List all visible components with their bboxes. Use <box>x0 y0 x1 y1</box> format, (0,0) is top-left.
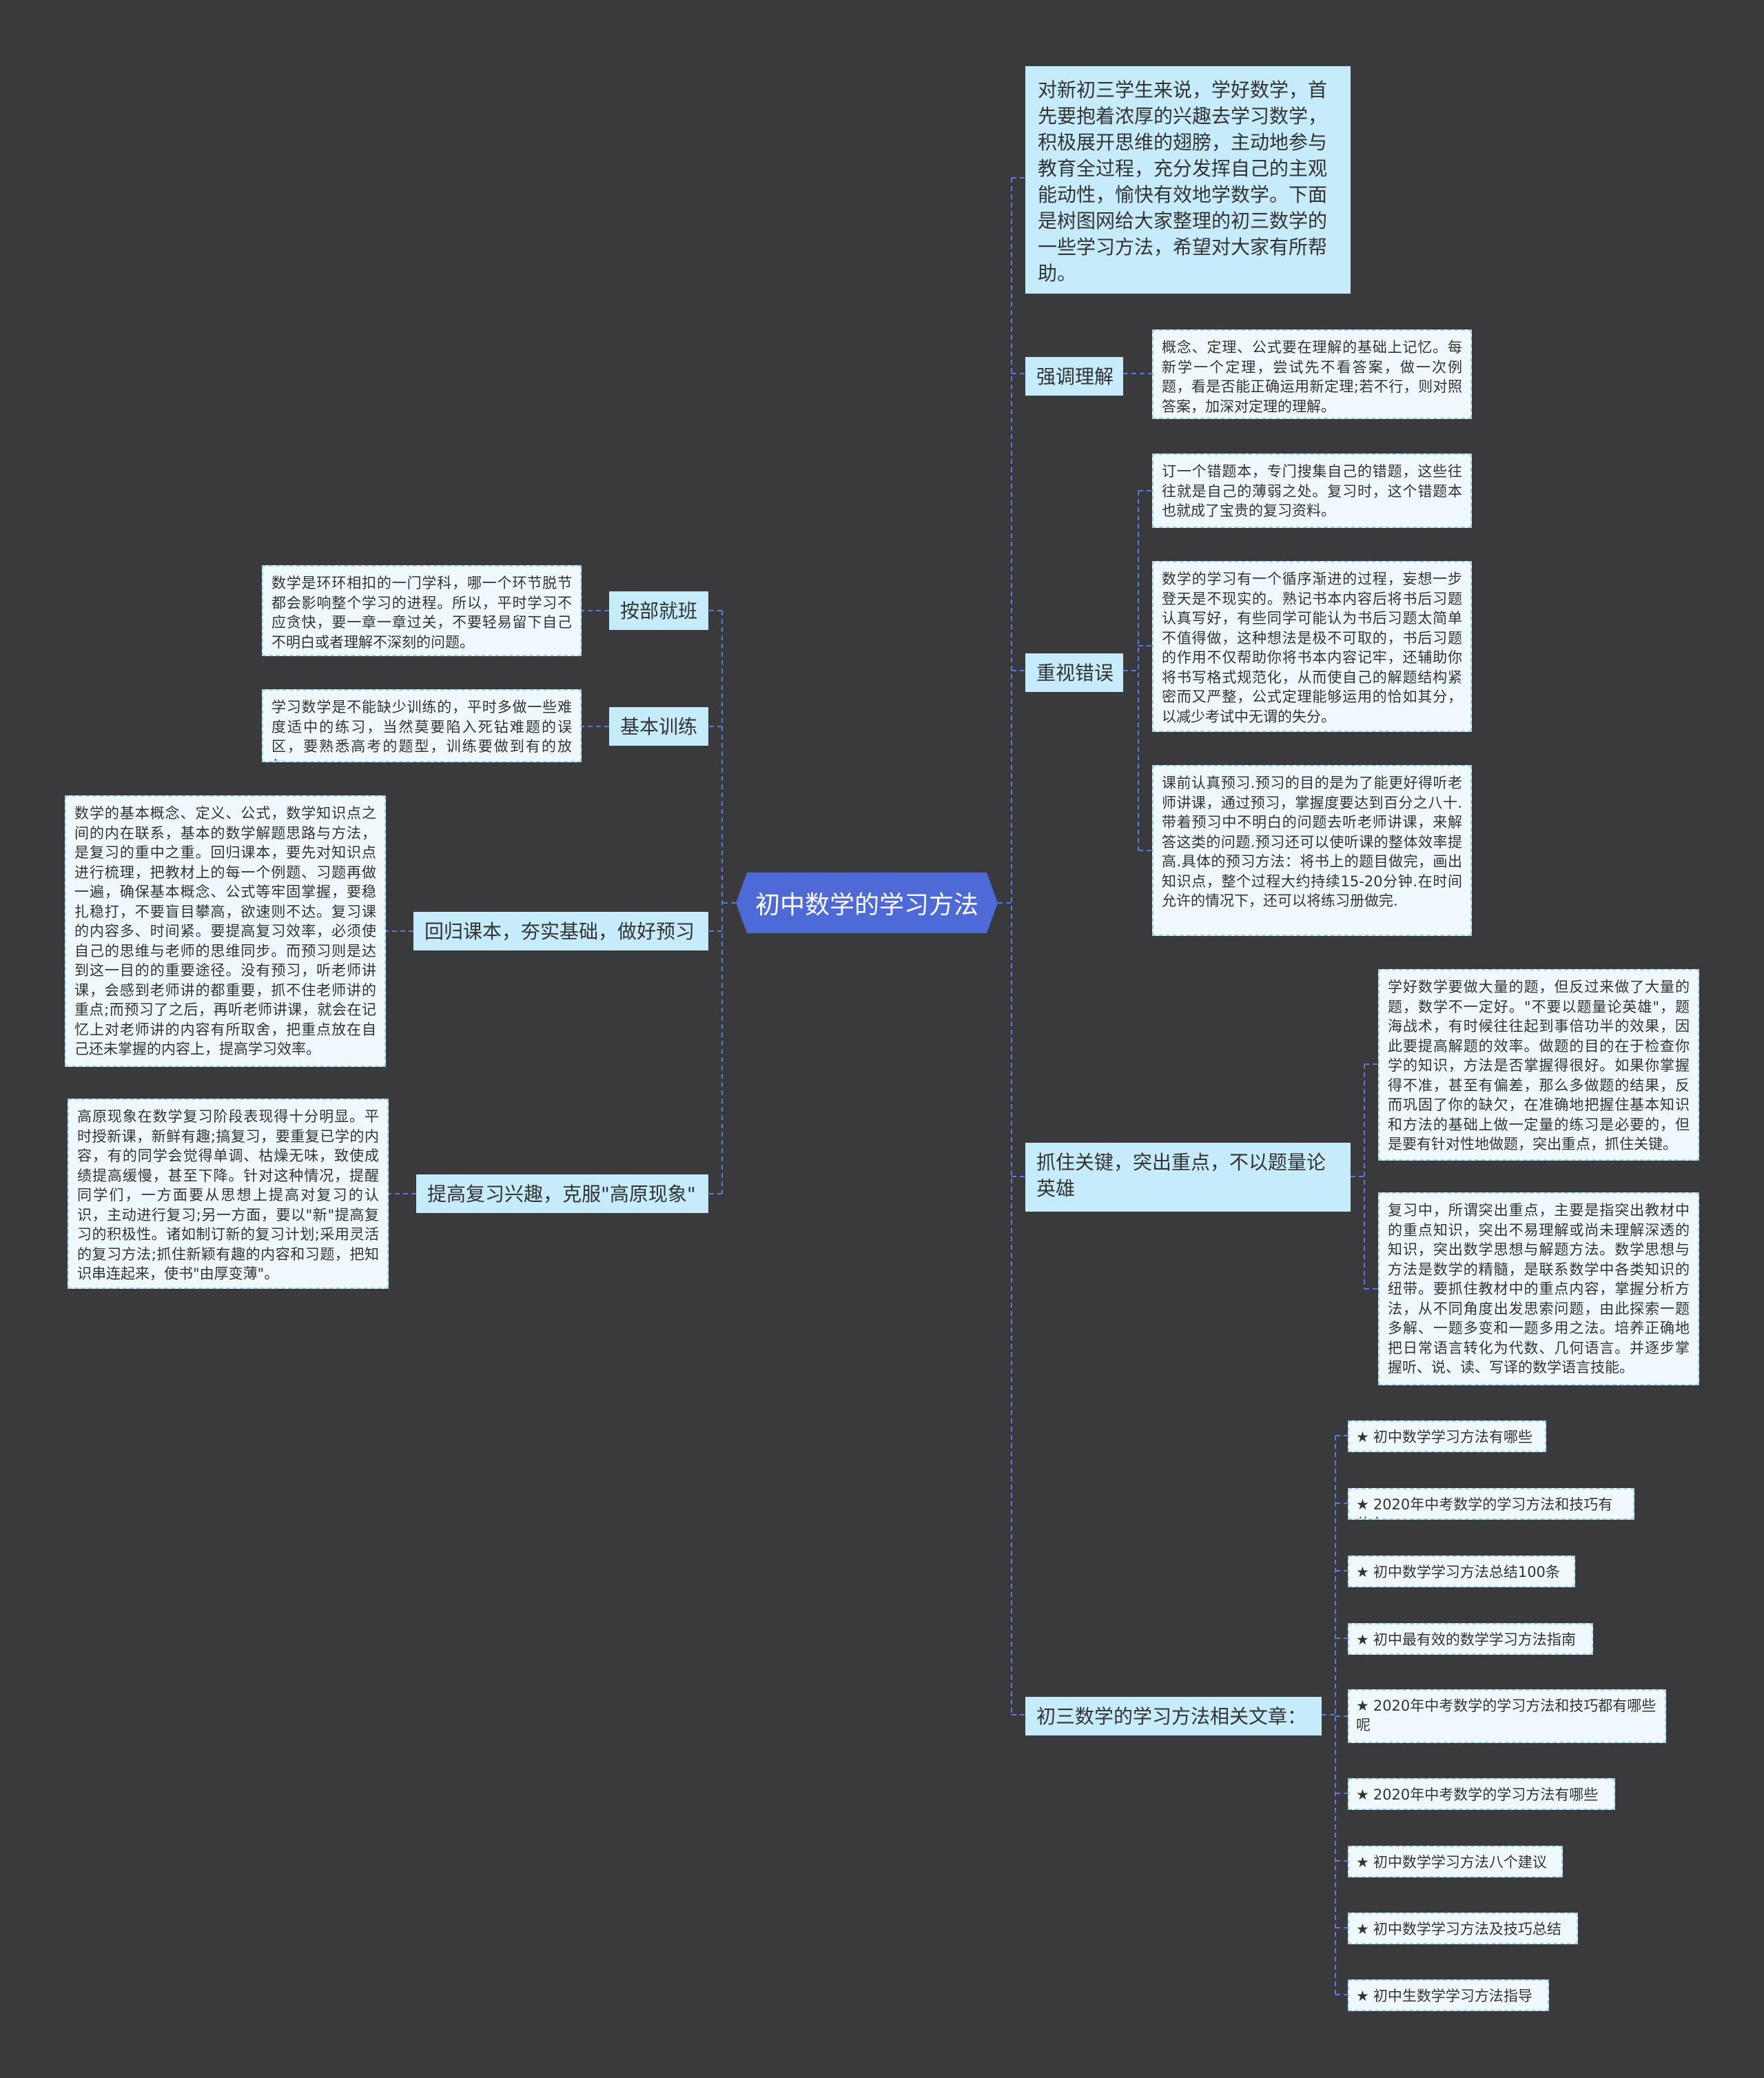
leaf-jiben[interactable]: 学习数学是不能缺少训练的，平时多做一些难度适中的练习，当然莫要陷入死钻难题的误区… <box>262 689 582 762</box>
leaf-text: 学习数学是不能缺少训练的，平时多做一些难度适中的练习，当然莫要陷入死钻难题的误区… <box>271 699 572 761</box>
leaf-zhuazhu-1[interactable]: 学好数学要做大量的题，但反过来做了大量的题，数学不一定好。"不要以题量论英雄"，… <box>1378 969 1699 1161</box>
star-icon: ★ <box>1356 1564 1369 1580</box>
branch-label: 抓住关键，突出重点，不以题量论英雄 <box>1036 1151 1326 1200</box>
article-link[interactable]: ★2020年中考数学的学习方法和技巧都有哪些呢 <box>1348 1689 1666 1743</box>
article-title: 2020年中考数学的学习方法有哪些 <box>1373 1786 1599 1803</box>
article-title: 初中数学学习方法八个建议 <box>1373 1854 1547 1871</box>
leaf-text: 课前认真预习.预习的目的是为了能更好得听老师讲课，通过预习，掌握度要达到百分之八… <box>1162 775 1462 909</box>
article-link[interactable]: ★初中数学学习方法总结100条 <box>1348 1556 1575 1587</box>
leaf-text: 学好数学要做大量的题，但反过来做了大量的题，数学不一定好。"不要以题量论英雄"，… <box>1388 979 1690 1152</box>
article-link[interactable]: ★初中生数学学习方法指导 <box>1348 1979 1549 2011</box>
intro-text: 对新初三学生来说，学好数学，首先要抱着浓厚的兴趣去学习数学，积极展开思维的翅膀，… <box>1038 79 1328 285</box>
leaf-text: 概念、定理、公式要在理解的基础上记忆。每新学一个定理，尝试先不看答案，做一次例题… <box>1162 339 1462 415</box>
article-title: 2020年中考数学的学习方法和技巧有什么 <box>1356 1496 1613 1518</box>
article-link[interactable]: ★2020年中考数学的学习方法和技巧有什么 <box>1348 1488 1634 1520</box>
leaf-text: 数学的基本概念、定义、公式，数学知识点之间的内在联系，基本的数学解题思路与方法，… <box>74 805 376 1057</box>
branch-jiben[interactable]: 基本训练 <box>609 707 708 746</box>
star-icon: ★ <box>1356 1786 1369 1803</box>
article-link[interactable]: ★初中数学学习方法有哪些 <box>1348 1420 1546 1452</box>
root-label: 初中数学的学习方法 <box>755 891 978 919</box>
leaf-text: 订一个错题本，专门搜集自己的错题，这些往往就是自己的薄弱之处。复习时，这个错题本… <box>1162 463 1462 519</box>
leaf-text: 数学是环环相扣的一门学科，哪一个环节脱节都会影响整个学习的进程。所以，平时学习不… <box>271 575 572 651</box>
branch-anbu[interactable]: 按部就班 <box>609 591 708 630</box>
star-icon: ★ <box>1356 1921 1369 1937</box>
root-topic[interactable]: 初中数学的学习方法 <box>736 873 998 933</box>
article-title: 初中生数学学习方法指导 <box>1373 1988 1532 2004</box>
branch-label: 回归课本，夯实基础，做好预习 <box>424 920 695 943</box>
branch-label: 基本训练 <box>620 715 698 738</box>
leaf-text: 复习中，所谓突出重点，主要是指突出教材中的重点知识，突出不易理解或尚未理解深透的… <box>1388 1202 1690 1376</box>
star-icon: ★ <box>1356 1988 1369 2004</box>
article-link[interactable]: ★初中数学学习方法八个建议 <box>1348 1846 1563 1877</box>
branch-huigui[interactable]: 回归课本，夯实基础，做好预习 <box>413 912 708 950</box>
branch-label: 强调理解 <box>1036 365 1114 388</box>
branch-zhongshi[interactable]: 重视错误 <box>1025 653 1123 692</box>
branch-label: 按部就班 <box>620 600 698 622</box>
branch-tigao[interactable]: 提高复习兴趣，克服"高原现象" <box>416 1174 708 1213</box>
article-title: 初中数学学习方法有哪些 <box>1373 1429 1532 1445</box>
leaf-zhongshi-3[interactable]: 课前认真预习.预习的目的是为了能更好得听老师讲课，通过预习，掌握度要达到百分之八… <box>1152 765 1472 936</box>
article-link[interactable]: ★初中最有效的数学学习方法指南 <box>1348 1623 1593 1655</box>
branch-label: 提高复习兴趣，克服"高原现象" <box>427 1183 696 1205</box>
article-title: 初中数学学习方法及技巧总结 <box>1373 1921 1561 1937</box>
article-link[interactable]: ★2020年中考数学的学习方法有哪些 <box>1348 1778 1615 1810</box>
leaf-zhongshi-1[interactable]: 订一个错题本，专门搜集自己的错题，这些往往就是自己的薄弱之处。复习时，这个错题本… <box>1152 454 1472 528</box>
branch-qiangdiao[interactable]: 强调理解 <box>1025 357 1123 396</box>
star-icon: ★ <box>1356 1496 1369 1513</box>
article-title: 初中数学学习方法总结100条 <box>1373 1564 1560 1580</box>
leaf-text: 数学的学习有一个循序渐进的过程，妄想一步登天是不现实的。熟记书本内容后将书后习题… <box>1162 571 1462 725</box>
branch-zhuazhu[interactable]: 抓住关键，突出重点，不以题量论英雄 <box>1025 1143 1351 1212</box>
leaf-tigao[interactable]: 高原现象在数学复习阶段表现得十分明显。平时授新课，新鲜有趣;搞复习，要重复已学的… <box>68 1099 389 1289</box>
branch-label: 重视错误 <box>1036 662 1114 684</box>
intro-node[interactable]: 对新初三学生来说，学好数学，首先要抱着浓厚的兴趣去学习数学，积极展开思维的翅膀，… <box>1025 66 1351 294</box>
article-title: 初中最有效的数学学习方法指南 <box>1373 1631 1576 1648</box>
leaf-zhongshi-2[interactable]: 数学的学习有一个循序渐进的过程，妄想一步登天是不现实的。熟记书本内容后将书后习题… <box>1152 561 1472 732</box>
star-icon: ★ <box>1356 1429 1369 1445</box>
leaf-huigui[interactable]: 数学的基本概念、定义、公式，数学知识点之间的内在联系，基本的数学解题思路与方法，… <box>65 795 386 1067</box>
leaf-qiangdiao[interactable]: 概念、定理、公式要在理解的基础上记忆。每新学一个定理，尝试先不看答案，做一次例题… <box>1152 329 1472 419</box>
branch-label: 初三数学的学习方法相关文章： <box>1036 1705 1307 1728</box>
leaf-anbu[interactable]: 数学是环环相扣的一门学科，哪一个环节脱节都会影响整个学习的进程。所以，平时学习不… <box>262 565 582 656</box>
leaf-zhuazhu-2[interactable]: 复习中，所谓突出重点，主要是指突出教材中的重点知识，突出不易理解或尚未理解深透的… <box>1378 1192 1699 1385</box>
article-link[interactable]: ★初中数学学习方法及技巧总结 <box>1348 1913 1578 1944</box>
branch-related-articles[interactable]: 初三数学的学习方法相关文章： <box>1025 1697 1322 1735</box>
star-icon: ★ <box>1356 1631 1369 1648</box>
article-title: 2020年中考数学的学习方法和技巧都有哪些呢 <box>1356 1698 1657 1733</box>
leaf-text: 高原现象在数学复习阶段表现得十分明显。平时授新课，新鲜有趣;搞复习，要重复已学的… <box>77 1108 379 1282</box>
star-icon: ★ <box>1356 1698 1369 1714</box>
star-icon: ★ <box>1356 1854 1369 1871</box>
